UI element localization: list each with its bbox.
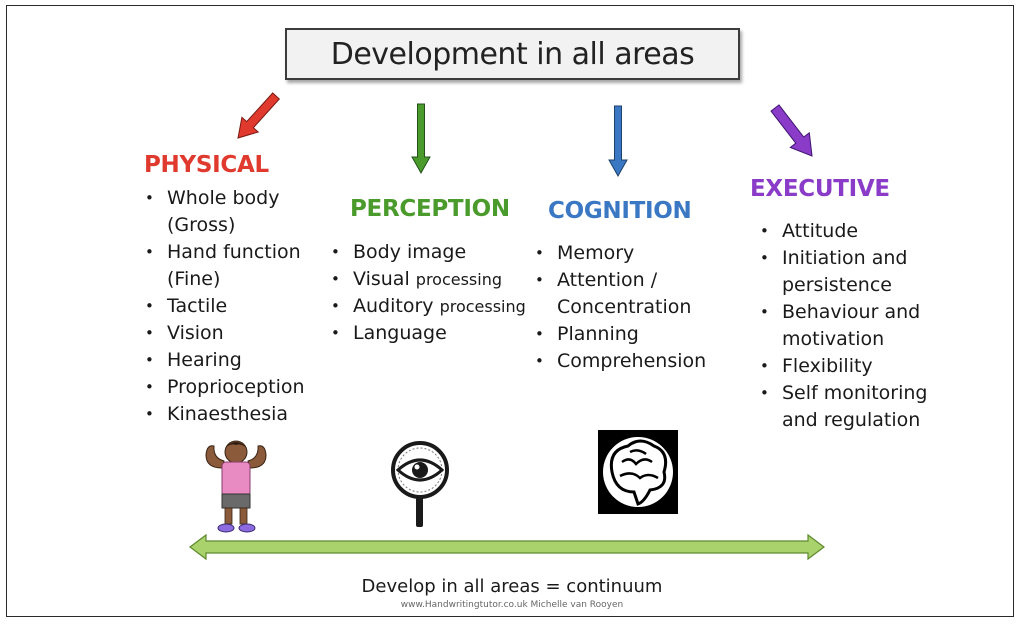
list-item: Whole body (Gross) bbox=[143, 185, 323, 239]
list-executive: Attitude Initiation and persistence Beha… bbox=[758, 218, 928, 434]
list-item: Visual processing bbox=[329, 266, 544, 293]
list-item: Self monitoring and regulation bbox=[758, 380, 928, 434]
list-item: Proprioception bbox=[143, 374, 323, 401]
magnifier-eye-icon bbox=[391, 441, 449, 527]
heading-perception: PERCEPTION bbox=[350, 196, 510, 222]
arrow-perception bbox=[411, 103, 431, 175]
list-item: Behaviour and motivation bbox=[758, 299, 928, 353]
list-item: Vision bbox=[143, 320, 323, 347]
list-item: Flexibility bbox=[758, 353, 928, 380]
list-item: Hearing bbox=[143, 347, 323, 374]
diagram-frame bbox=[6, 5, 1014, 617]
list-item: Comprehension bbox=[533, 348, 733, 375]
list-item: Tactile bbox=[143, 293, 323, 320]
list-item: Attention / Concentration bbox=[533, 267, 733, 321]
list-item: Body image bbox=[329, 239, 544, 266]
child-flexing-icon bbox=[205, 440, 267, 533]
title-box: Development in all areas bbox=[285, 28, 740, 80]
list-item: Language bbox=[329, 320, 544, 347]
list-item: Memory bbox=[533, 240, 733, 267]
arrow-cognition bbox=[608, 105, 628, 178]
list-cognition: Memory Attention / Concentration Plannin… bbox=[533, 240, 733, 375]
credit-line: www.Handwritingtutor.co.uk Michelle van … bbox=[400, 600, 624, 610]
brain-icon bbox=[598, 430, 678, 514]
list-item: Planning bbox=[533, 321, 733, 348]
list-perception: Body image Visual processing Auditory pr… bbox=[329, 239, 544, 347]
heading-executive: EXECUTIVE bbox=[750, 176, 890, 202]
list-item: Auditory processing bbox=[329, 293, 544, 320]
continuum-arrow bbox=[189, 533, 825, 561]
footer-caption: Develop in all areas = continuum bbox=[361, 576, 663, 597]
arrow-executive bbox=[770, 104, 813, 157]
arrow-physical bbox=[237, 92, 281, 139]
diagram-title: Development in all areas bbox=[330, 36, 695, 72]
list-physical: Whole body (Gross) Hand function (Fine) … bbox=[143, 185, 323, 428]
list-item: Hand function (Fine) bbox=[143, 239, 323, 293]
list-item: Kinaesthesia bbox=[143, 401, 323, 428]
list-item: Initiation and persistence bbox=[758, 245, 928, 299]
heading-physical: PHYSICAL bbox=[144, 152, 269, 178]
heading-cognition: COGNITION bbox=[548, 198, 692, 224]
list-item: Attitude bbox=[758, 218, 928, 245]
